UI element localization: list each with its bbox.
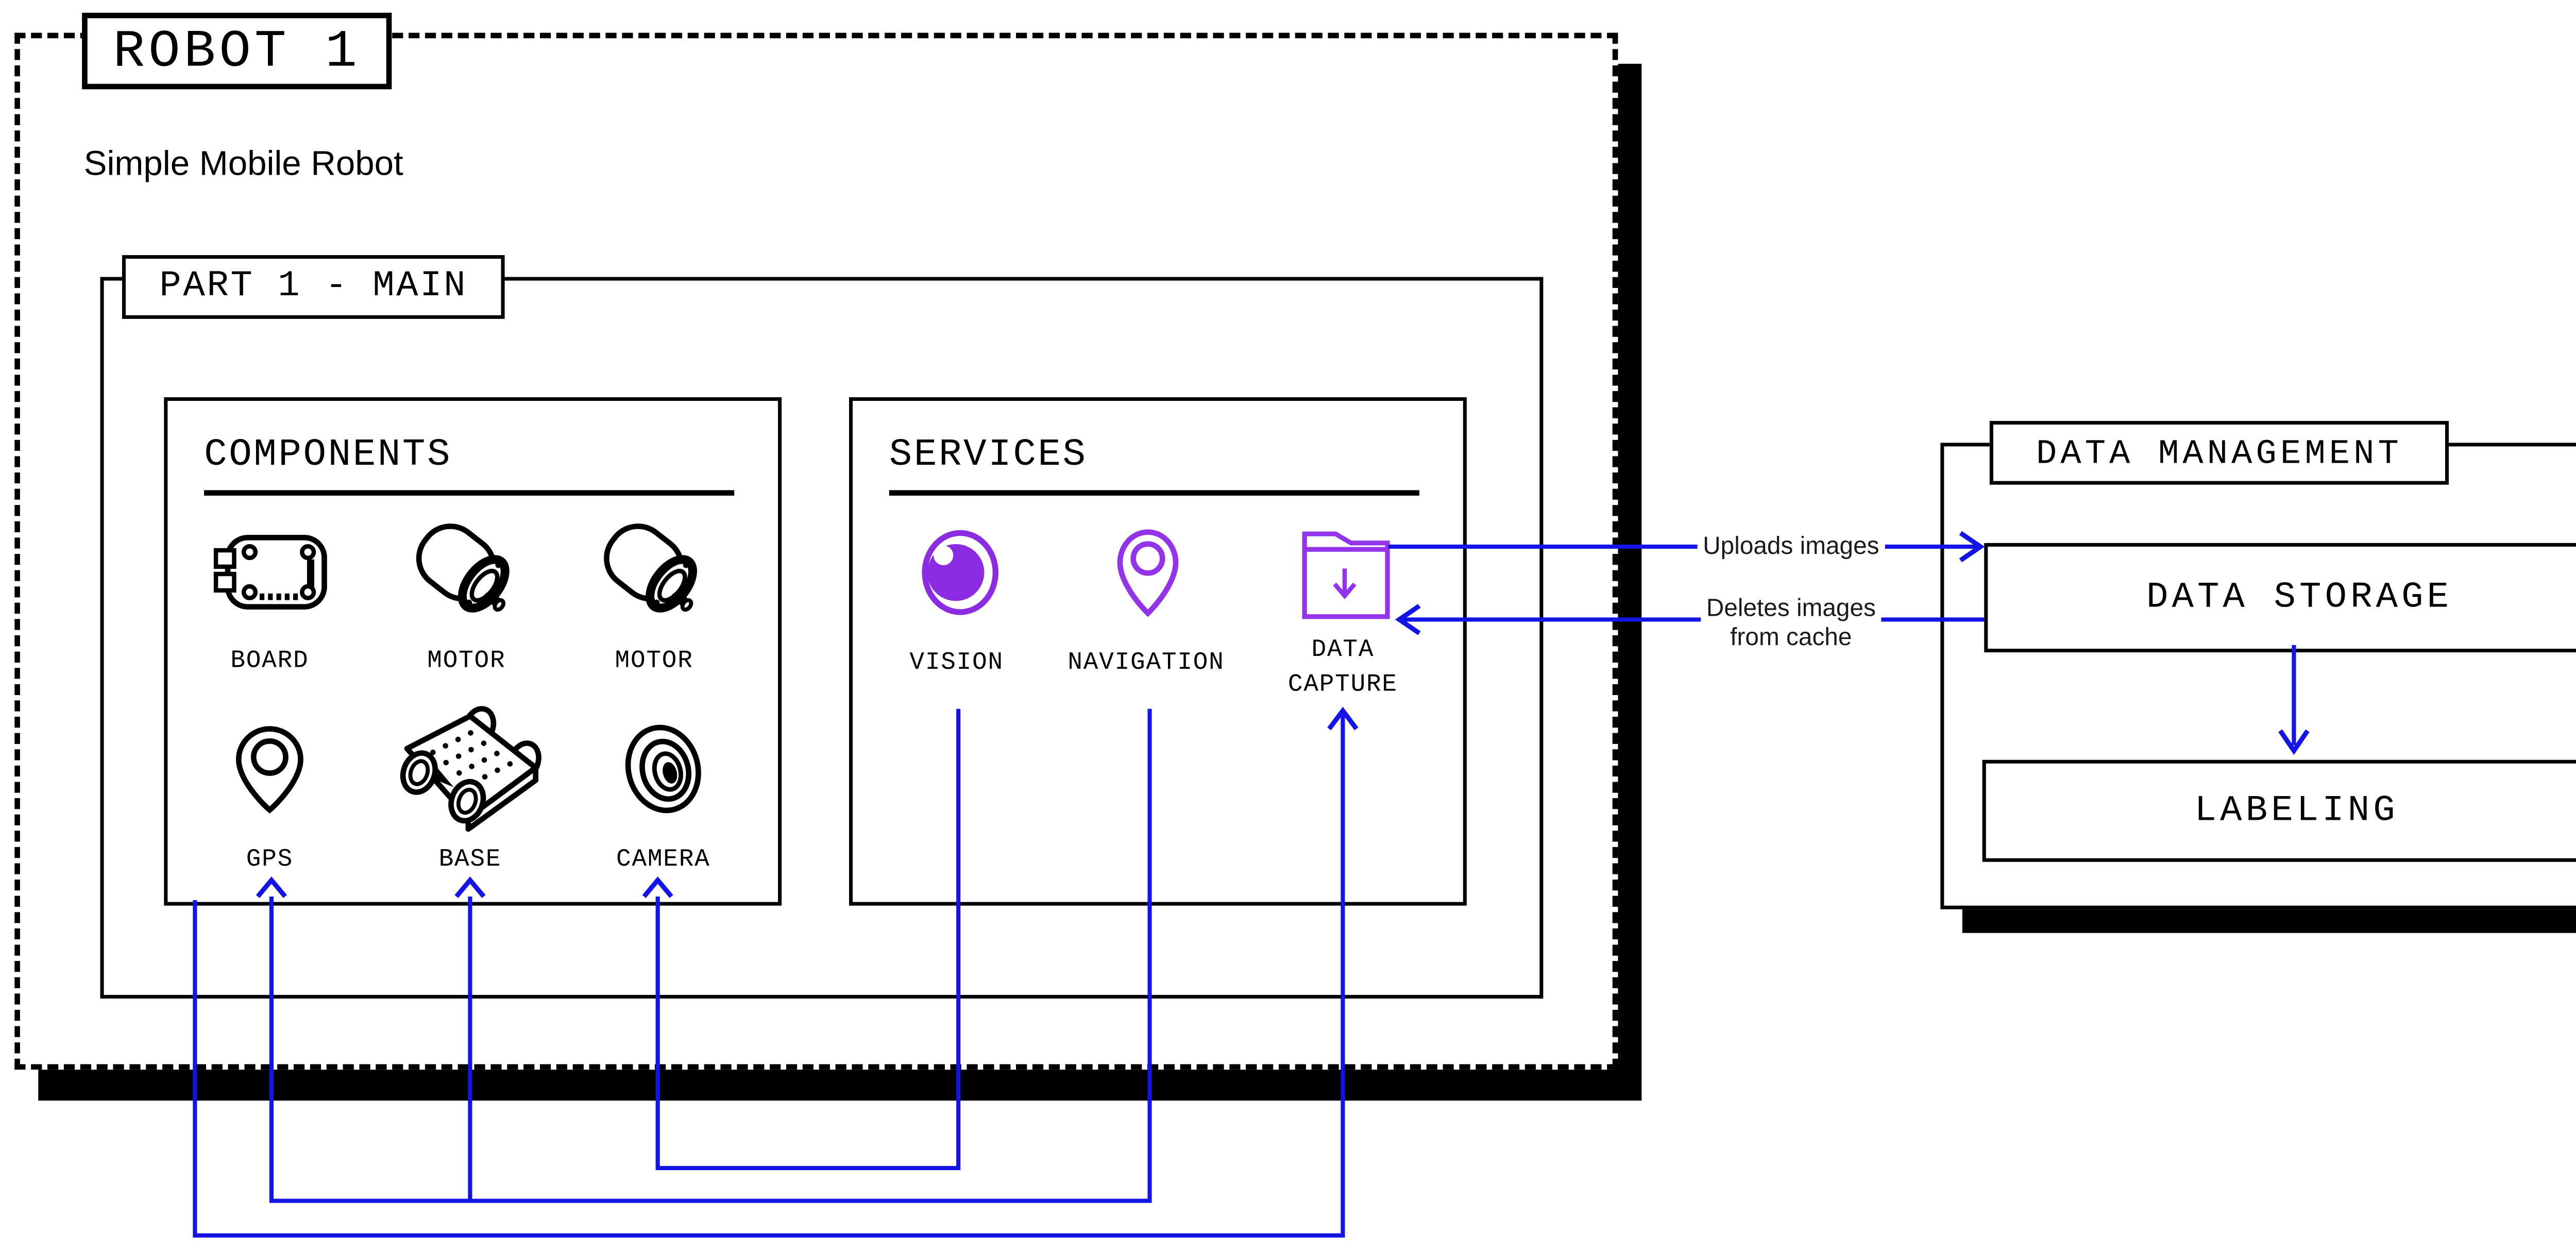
component-label-motor-1: MOTOR bbox=[427, 648, 506, 677]
component-label-gps: GPS bbox=[246, 847, 294, 875]
part-tag: PART 1 - MAIN bbox=[122, 255, 505, 319]
robot-subtitle: Simple Mobile Robot bbox=[83, 145, 403, 184]
data-capture-folder-icon bbox=[1302, 531, 1390, 619]
data-management-tag-label: DATA MANAGEMENT bbox=[2036, 432, 2402, 473]
labeling-box: LABELING bbox=[1982, 759, 2576, 862]
camera-lens-icon bbox=[625, 724, 701, 814]
labeling-label: LABELING bbox=[2194, 790, 2399, 832]
data-storage-label: DATA STORAGE bbox=[2146, 577, 2453, 619]
motor-icon bbox=[604, 523, 697, 613]
deletes-images-label: Deletes images from cache bbox=[1701, 594, 1882, 653]
component-label-motor-2: MOTOR bbox=[615, 648, 693, 677]
component-label-board: BOARD bbox=[230, 648, 309, 677]
data-storage-box: DATA STORAGE bbox=[1984, 543, 2576, 653]
data-management-tag: DATA MANAGEMENT bbox=[1989, 420, 2449, 485]
service-label-vision: VISION bbox=[909, 650, 1004, 678]
deletes-images-label-line2: from cache bbox=[1730, 623, 1852, 651]
services-divider bbox=[889, 490, 1419, 495]
services-title: SERVICES bbox=[889, 435, 1088, 478]
base-rover-icon bbox=[400, 706, 541, 832]
components-divider bbox=[204, 490, 735, 495]
part-tag-label: PART 1 - MAIN bbox=[159, 266, 468, 308]
deletes-images-label-line1: Deletes images bbox=[1706, 594, 1876, 621]
component-label-base: BASE bbox=[438, 847, 502, 875]
uploads-images-label: Uploads images bbox=[1697, 532, 1885, 562]
gps-pin-icon bbox=[235, 726, 303, 814]
vision-eye-icon bbox=[922, 530, 999, 615]
navigation-pin-icon bbox=[1117, 529, 1179, 617]
service-label-navigation: NAVIGATION bbox=[1067, 650, 1225, 678]
motor-icon bbox=[416, 523, 510, 613]
robot-tag-label: ROBOT 1 bbox=[113, 21, 361, 81]
board-icon bbox=[213, 534, 327, 610]
components-title: COMPONENTS bbox=[204, 435, 452, 478]
service-label-data-capture: DATA CAPTURE bbox=[1287, 637, 1398, 699]
component-label-camera: CAMERA bbox=[616, 847, 710, 875]
robot-tag: ROBOT 1 bbox=[82, 12, 392, 90]
